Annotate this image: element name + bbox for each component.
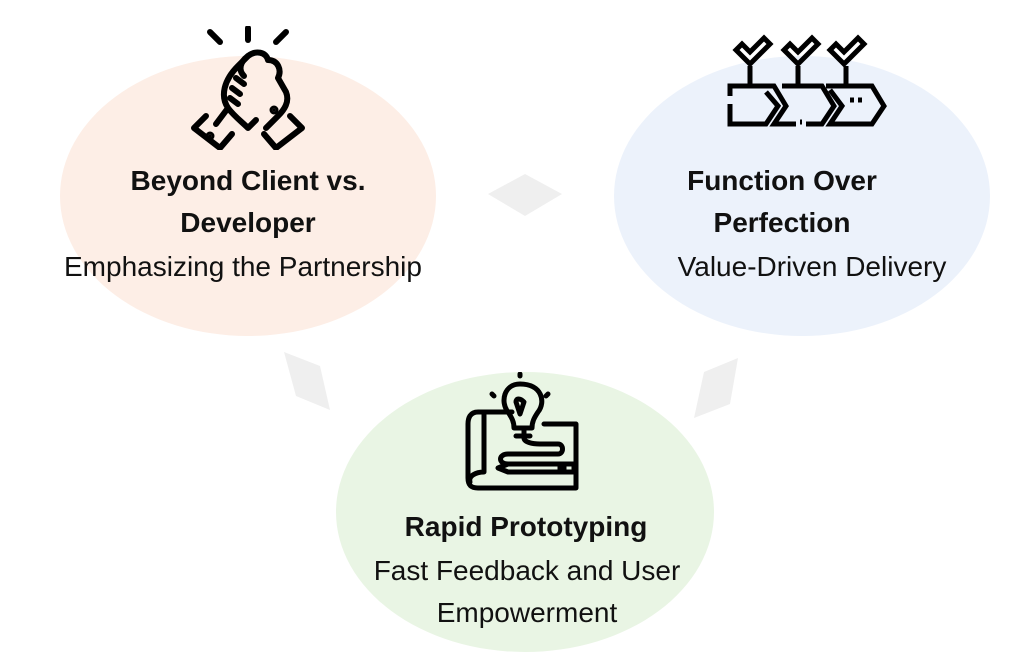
node-partnership-subtitle: Emphasizing the Partnership xyxy=(64,251,422,282)
title-line: Developer xyxy=(180,207,316,238)
node-partnership-title: Beyond Client vs. Developer xyxy=(60,160,436,244)
node-prototyping-circle xyxy=(336,372,714,652)
checklist-progress-icon xyxy=(727,34,887,127)
lightbulb-blueprint-icon xyxy=(465,372,579,491)
connector-arrow-right xyxy=(694,358,738,418)
handshake-icon xyxy=(191,26,305,150)
connector-arrow-top xyxy=(488,174,562,216)
title-line: Beyond Client vs. xyxy=(130,165,366,196)
node-function-subtitle: Value-Driven Delivery xyxy=(677,251,947,282)
subtitle-line: Fast Feedback and User xyxy=(373,555,681,586)
title-line: Perfection xyxy=(713,207,851,238)
node-partnership-circle xyxy=(60,56,436,336)
node-function-circle xyxy=(614,56,990,336)
connector-arrow-left xyxy=(284,352,330,410)
subtitle-line: Empowerment xyxy=(436,597,618,628)
title-line: Function Over xyxy=(687,165,877,196)
node-prototyping-subtitle: Fast Feedback and User Empowerment xyxy=(300,550,754,634)
node-prototyping-title: Rapid Prototyping xyxy=(404,511,648,542)
node-function-title: Function Over Perfection xyxy=(624,160,940,244)
